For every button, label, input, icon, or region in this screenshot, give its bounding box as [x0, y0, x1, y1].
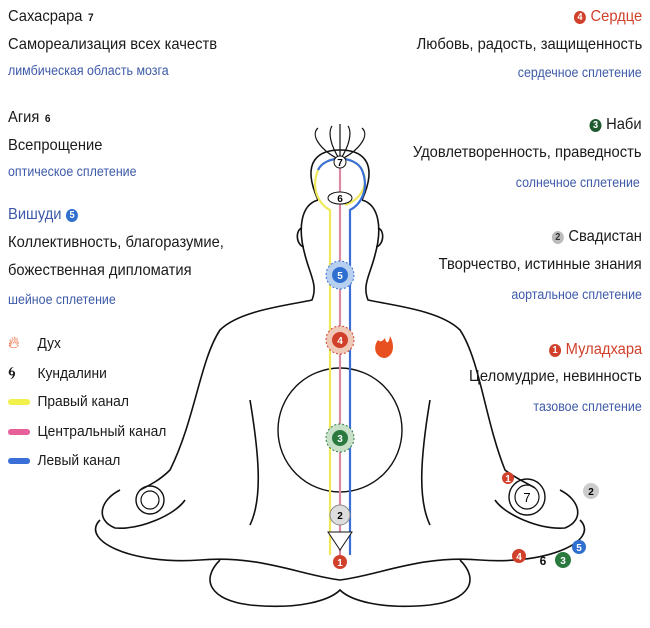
legend-right-channel: Правый канал [8, 393, 129, 410]
chakra-agia-plexus: оптическое сплетение [8, 164, 137, 179]
svg-text:4: 4 [516, 552, 522, 563]
chakra-heart-quality: Любовь, радость, защищенность [416, 36, 642, 53]
svg-text:4: 4 [337, 336, 343, 347]
svg-text:2: 2 [588, 487, 594, 498]
chakra-mooladhara-quality: Целомудрие, невинность [469, 368, 642, 385]
chakra-sahasrara-plexus: лимбическая область мозга [8, 63, 169, 78]
chakra-vishuddhi-plexus: шейное сплетение [8, 292, 116, 307]
chakra-nabhi-plexus: солнечное сплетение [515, 175, 640, 190]
chakra-mooladhara-plexus: тазовое сплетение [533, 399, 642, 414]
svg-text:6: 6 [540, 554, 547, 568]
legend-left-channel: Левый канал [8, 452, 120, 469]
flame-icon: 🔥︎ [8, 333, 20, 352]
palm-number: 7 [523, 490, 530, 505]
legend-spirit: 🔥︎Дух [8, 333, 61, 352]
right-palm-circle [508, 478, 546, 516]
svg-text:1: 1 [505, 474, 511, 485]
chakra-agia-quality: Всепрощение [8, 137, 103, 154]
chakra-vishuddhi-quality-2: божественная дипломатия [8, 262, 192, 279]
svg-text:7: 7 [337, 158, 343, 169]
svg-text:5: 5 [576, 543, 582, 554]
chakra-swadisthan-quality: Творчество, истинные знания [438, 256, 642, 273]
finger-markers: 1 2 4 6 3 5 [502, 472, 599, 568]
chakra-sahasrara-quality: Самореализация всех качеств [8, 36, 218, 53]
chakra-heart-plexus: сердечное сплетение [518, 65, 642, 80]
chakras: 7 6 5 4 3 2 1 [325, 155, 355, 569]
chakra-vishuddhi-quality: Коллективность, благоразумие, [8, 234, 224, 251]
svg-text:2: 2 [337, 511, 343, 522]
svg-text:6: 6 [337, 194, 343, 205]
chakra-nabhi-quality: Удовлетворенность, праведность [413, 144, 642, 161]
spiral-icon: 🌀︎ [8, 363, 16, 383]
svg-text:5: 5 [337, 271, 343, 282]
svg-text:3: 3 [337, 434, 343, 445]
left-palm-circle [135, 485, 165, 515]
legend-central-channel: Центральный канал [8, 423, 166, 440]
svg-text:3: 3 [560, 556, 566, 567]
lotus-icon [314, 124, 366, 161]
legend-kundalini: 🌀︎Кундалини [8, 363, 107, 383]
chakra-swadisthan-plexus: аортальное сплетение [511, 287, 642, 302]
svg-text:1: 1 [337, 558, 343, 569]
flame-icon [375, 336, 393, 358]
channels [313, 157, 367, 565]
body-outline [94, 149, 586, 608]
